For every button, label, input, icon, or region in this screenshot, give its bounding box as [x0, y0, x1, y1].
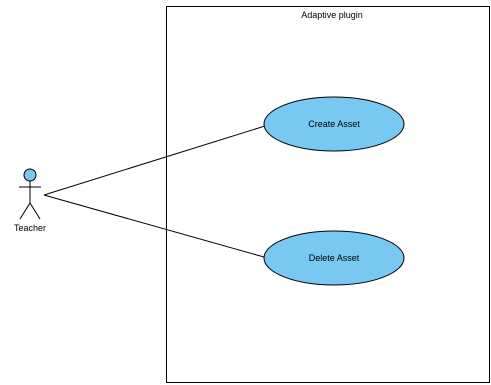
use-case-ellipse: [263, 96, 405, 152]
actor-label: Teacher: [14, 223, 46, 233]
actor-right-leg: [29, 202, 41, 220]
use-case-create-asset[interactable]: Create Asset: [263, 96, 405, 152]
association-teacher-create-asset[interactable]: [43, 125, 266, 196]
actor-left-leg: [19, 202, 31, 220]
use-case-label: Delete Asset: [309, 253, 360, 263]
association-teacher-delete-asset[interactable]: [43, 194, 265, 258]
actor-teacher[interactable]: Teacher: [14, 168, 46, 233]
system-boundary-label: Adaptive plugin: [301, 10, 363, 20]
use-case-ellipse: [263, 230, 405, 286]
use-case-label: Create Asset: [308, 119, 360, 129]
use-case-delete-asset[interactable]: Delete Asset: [263, 230, 405, 286]
system-boundary-rect: [166, 6, 490, 383]
system-boundary[interactable]: Adaptive plugin: [166, 6, 490, 383]
actor-head: [23, 168, 37, 182]
